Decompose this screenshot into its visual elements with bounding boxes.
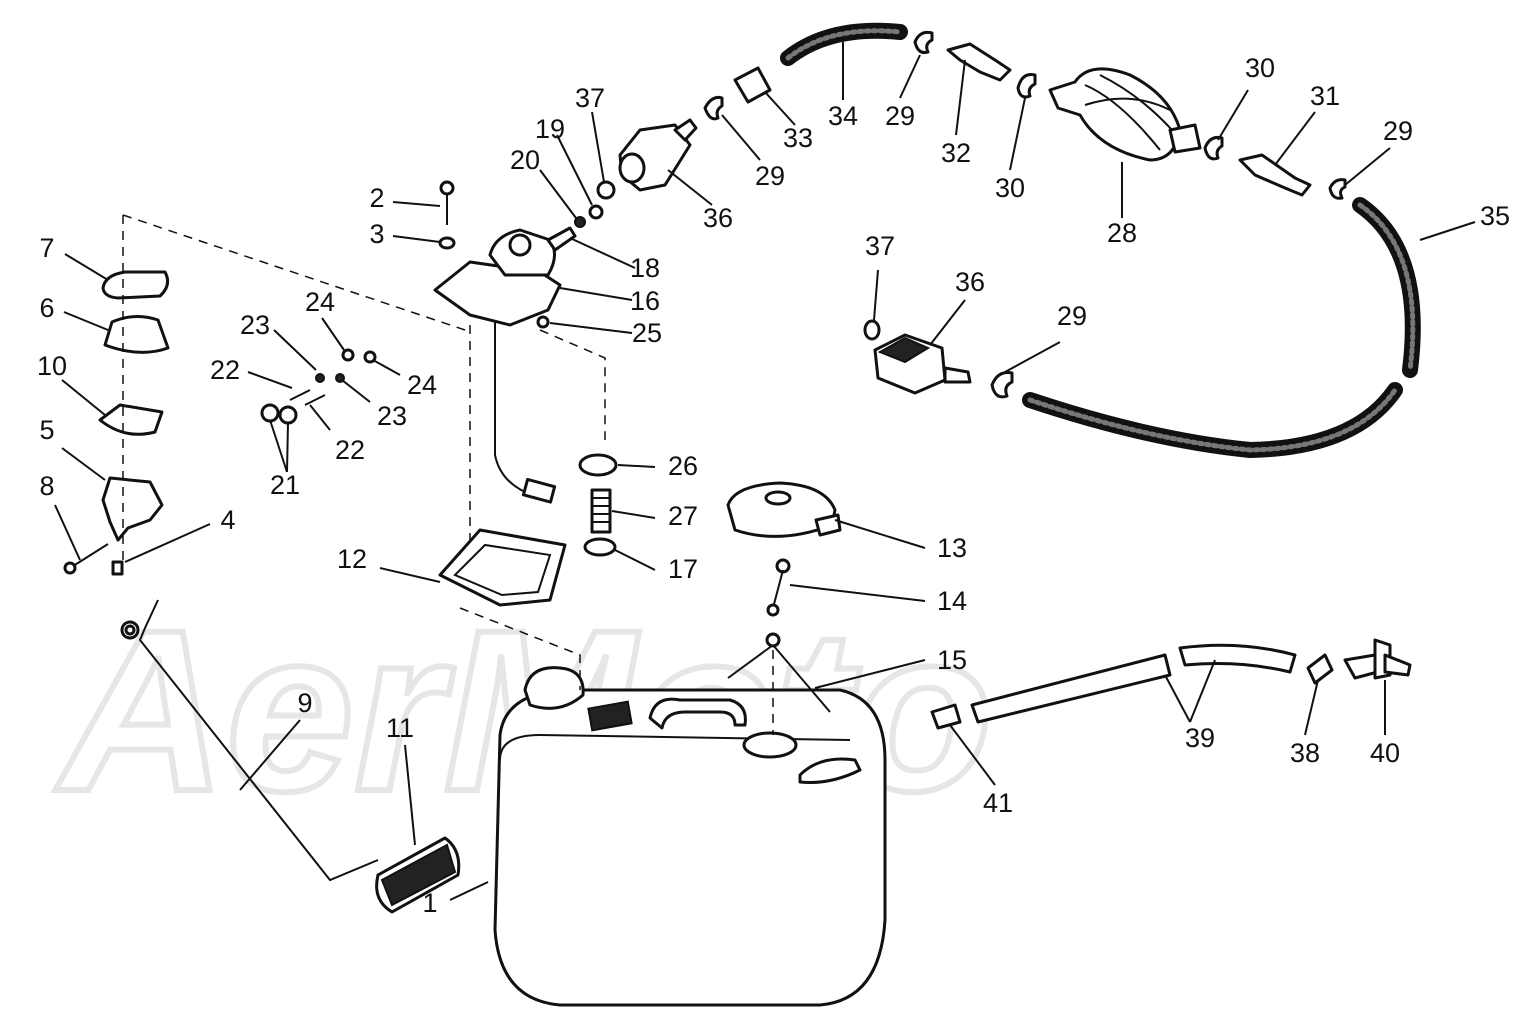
cap-chain <box>766 558 791 617</box>
o-ring-37-top <box>596 180 616 200</box>
callout-21: 21 <box>270 470 300 500</box>
callout-20: 20 <box>510 145 540 175</box>
callout-24b: 24 <box>407 370 437 400</box>
clip-29c <box>1328 178 1347 200</box>
callout-30b: 30 <box>1245 53 1275 83</box>
tank-cover-plate <box>433 226 606 560</box>
callout-38: 38 <box>1290 738 1320 768</box>
callout-23b: 23 <box>377 401 407 431</box>
hose-35 <box>1022 197 1421 459</box>
callout-37b: 37 <box>865 231 895 261</box>
callout-1: 1 <box>422 888 437 918</box>
callout-19: 19 <box>535 114 565 144</box>
clamp-41 <box>930 703 962 730</box>
callout-29a: 29 <box>885 101 915 131</box>
vent-screw-assembly <box>63 214 466 576</box>
sleeve-33 <box>733 66 772 104</box>
filler-cap <box>726 481 842 538</box>
connector-36-top <box>618 118 698 192</box>
hose-39 <box>970 643 1297 724</box>
callout-7: 7 <box>39 233 54 263</box>
clip-29b <box>913 30 934 54</box>
clip-38 <box>1306 653 1334 685</box>
callout-16: 16 <box>630 286 660 316</box>
cover-screw <box>438 180 456 250</box>
cover-gasket <box>438 528 567 607</box>
primer-bulb <box>1048 67 1202 162</box>
cap-wire <box>727 632 831 735</box>
callout-3: 3 <box>369 219 384 249</box>
callout-33: 33 <box>783 123 813 153</box>
callout-31: 31 <box>1310 81 1340 111</box>
callout-18: 18 <box>630 253 660 283</box>
callout-22b: 22 <box>335 435 365 465</box>
connector-36-right <box>873 333 972 395</box>
callout-30a: 30 <box>995 173 1025 203</box>
callout-26: 26 <box>668 451 698 481</box>
clip-29a <box>703 96 724 121</box>
spring-27 <box>590 488 612 534</box>
ball-25 <box>536 315 550 329</box>
callout-11: 11 <box>386 713 414 743</box>
callout-15: 15 <box>937 645 967 675</box>
callout-4: 4 <box>220 505 235 535</box>
seat-17 <box>583 537 617 557</box>
callout-17: 17 <box>668 554 698 584</box>
callout-6: 6 <box>39 293 54 323</box>
callout-40: 40 <box>1370 738 1400 768</box>
callout-29c: 29 <box>1383 116 1413 146</box>
callout-13: 13 <box>937 533 967 563</box>
callout-27: 27 <box>668 501 698 531</box>
callout-23a: 23 <box>240 310 270 340</box>
callout-22a: 22 <box>210 355 240 385</box>
callout-24a: 24 <box>305 287 335 317</box>
fuel-filter <box>375 836 461 914</box>
callout-36b: 36 <box>955 267 985 297</box>
callout-8: 8 <box>39 471 54 501</box>
callout-9: 9 <box>297 688 312 718</box>
check-valve-parts <box>260 348 377 425</box>
callout-14: 14 <box>937 586 967 616</box>
callout-35: 35 <box>1480 201 1510 231</box>
clip-30b <box>1203 136 1224 161</box>
callout-32: 32 <box>941 138 971 168</box>
fuel-tank <box>493 666 887 1007</box>
callout-labels: 1 2 3 4 5 6 7 8 9 10 11 12 13 14 15 16 1… <box>37 53 1510 918</box>
callout-10: 10 <box>37 351 67 381</box>
clip-29d <box>990 371 1014 399</box>
callout-34: 34 <box>828 101 858 131</box>
callout-5: 5 <box>39 415 54 445</box>
callout-36a: 36 <box>703 203 733 233</box>
callout-29d: 29 <box>1057 301 1087 331</box>
pickup-tube <box>120 599 379 882</box>
callout-41: 41 <box>983 788 1013 818</box>
callout-28: 28 <box>1107 218 1137 248</box>
callout-2: 2 <box>369 183 384 213</box>
o-ring-19 <box>588 204 604 220</box>
hose-34 <box>780 22 908 66</box>
connector-32 <box>946 42 1012 82</box>
callout-25: 25 <box>632 318 662 348</box>
fitting-40 <box>1343 638 1412 680</box>
connector-31 <box>1238 153 1312 197</box>
callout-37a: 37 <box>575 83 605 113</box>
callout-29b: 29 <box>755 161 785 191</box>
plug-26 <box>578 453 618 477</box>
callout-39: 39 <box>1185 723 1215 753</box>
o-ring-37-right <box>863 319 881 341</box>
clip-30a <box>1016 73 1037 99</box>
leader-lines <box>54 42 1476 901</box>
ball-20 <box>574 216 586 228</box>
callout-12: 12 <box>337 544 367 574</box>
